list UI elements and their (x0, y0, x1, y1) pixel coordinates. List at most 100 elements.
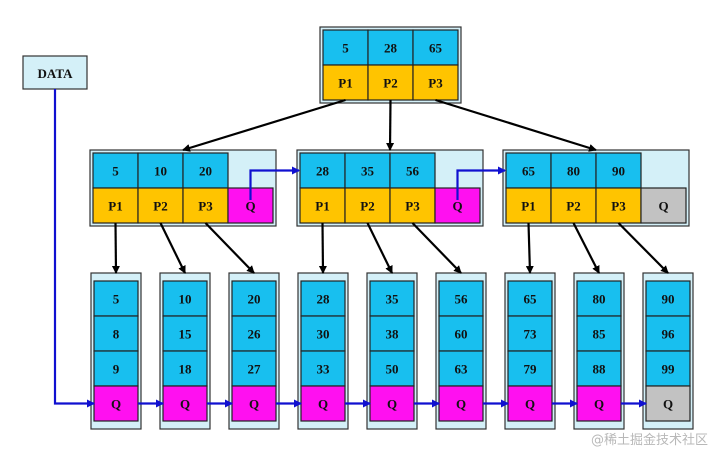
root-key-cell: 28 (367, 29, 414, 66)
leaf-key-cell: 28 (300, 280, 346, 317)
internal-pointer-cell: P1 (299, 187, 346, 224)
internal-pointer-cell-label: P2 (360, 199, 374, 214)
internal-next-pointer-cell-label: Q (658, 199, 668, 214)
internal-pointer-cell: P1 (505, 187, 552, 224)
leaf-key-cell-label: 80 (593, 292, 606, 307)
internal-to-leaf-arrow (366, 222, 393, 274)
leaf-next-pointer-cell-label: Q (111, 397, 121, 412)
internal-key-cell-label: 80 (567, 164, 580, 179)
internal-to-leaf-arrow (572, 222, 600, 274)
leaf-key-cell: 99 (645, 350, 691, 387)
internal-next-pointer-cell: Q (640, 187, 687, 224)
internal-key-cell-label: 10 (154, 164, 167, 179)
internal-to-leaf-arrow (111, 222, 120, 274)
internal-pointer-cell: P2 (137, 187, 184, 224)
internal-pointer-cell-label: P1 (315, 199, 329, 214)
leaf-key-cell: 85 (576, 315, 622, 352)
internal-pointer-cell: P2 (344, 187, 391, 224)
leaf-next-pointer-cell: Q (507, 385, 553, 422)
leaf-key-cell-label: 73 (524, 327, 538, 342)
leaf-next-pointer-cell: Q (369, 385, 415, 422)
leaf-key-cell: 10 (162, 280, 208, 317)
leaf-key-cell-label: 30 (317, 327, 330, 342)
leaf-key-cell: 63 (438, 350, 484, 387)
internal-pointer-cell: P1 (92, 187, 139, 224)
leaf-next-pointer-cell: Q (231, 385, 277, 422)
internal-pointer-cell-label: P3 (198, 199, 213, 214)
leaf-key-cell-label: 65 (524, 292, 538, 307)
leaf-key-cell-label: 50 (386, 362, 399, 377)
leaf-key-cell: 5 (93, 280, 139, 317)
leaf-node: 35 38 50Q (366, 272, 418, 430)
leaf-key-cell: 20 (231, 280, 277, 317)
root-pointer-cell-label: P2 (383, 76, 397, 91)
internal-next-arrow (249, 166, 300, 200)
root-key-cell-label: 28 (384, 41, 398, 56)
leaf-key-cell: 96 (645, 315, 691, 352)
leaf-key-cell-label: 38 (386, 327, 400, 342)
internal-to-leaf-arrow (204, 222, 255, 274)
leaf-next-pointer-cell: Q (645, 385, 691, 422)
leaf-key-cell-label: 99 (662, 362, 676, 377)
leaf-next-pointer-cell-label: Q (180, 397, 190, 412)
leaf-next-pointer-cell: Q (162, 385, 208, 422)
internal-key-cell: 5 (92, 152, 139, 189)
leaf-next-pointer-cell-label: Q (387, 397, 397, 412)
internal-key-cell: 56 (389, 152, 436, 189)
internal-key-cell-label: 20 (199, 164, 212, 179)
leaf-key-cell-label: 60 (455, 327, 468, 342)
leaf-key-cell-label: 28 (317, 292, 331, 307)
internal-key-cell-label: 56 (406, 164, 420, 179)
leaf-key-cell: 33 (300, 350, 346, 387)
leaf-key-cell-label: 90 (662, 292, 675, 307)
internal-pointer-cell: P2 (550, 187, 597, 224)
leaf-key-cell-label: 79 (524, 362, 538, 377)
leaf-key-cell: 73 (507, 315, 553, 352)
internal-to-leaf-arrow (318, 222, 327, 274)
internal-pointer-cell-label: P3 (405, 199, 420, 214)
internal-key-cell: 28 (299, 152, 346, 189)
leaf-key-cell-label: 10 (179, 292, 192, 307)
leaf-key-cell: 88 (576, 350, 622, 387)
internal-pointer-cell: P3 (595, 187, 642, 224)
leaf-key-cell-label: 20 (248, 292, 261, 307)
data-to-first-leaf-arrow (53, 89, 95, 408)
leaf-next-pointer-cell: Q (438, 385, 484, 422)
leaf-key-cell: 79 (507, 350, 553, 387)
leaf-next-pointer-cell-label: Q (249, 397, 259, 412)
leaf-key-cell-label: 9 (113, 362, 120, 377)
internal-pointer-cell-label: P3 (611, 199, 626, 214)
leaf-key-cell-label: 27 (248, 362, 262, 377)
root-pointer-cell-label: P1 (338, 76, 352, 91)
internal-pointer-cell: P3 (182, 187, 229, 224)
internal-key-cell: 80 (550, 152, 597, 189)
leaf-next-pointer-cell-label: Q (663, 397, 673, 412)
leaf-key-cell-label: 33 (317, 362, 331, 377)
internal-to-leaf-arrow (411, 222, 462, 274)
root-key-cell: 65 (412, 29, 459, 66)
data-label: DATA (38, 66, 74, 81)
leaf-key-cell-label: 8 (113, 327, 120, 342)
leaf-key-cell: 38 (369, 315, 415, 352)
leaf-key-cell: 9 (93, 350, 139, 387)
leaf-next-pointer-cell-label: Q (525, 397, 535, 412)
leaf-key-cell: 65 (507, 280, 553, 317)
leaf-next-pointer-cell-label: Q (594, 397, 604, 412)
leaf-key-cell: 27 (231, 350, 277, 387)
internal-key-cell-label: 5 (112, 164, 119, 179)
root-pointer-cell-label: P3 (428, 76, 443, 91)
leaf-key-cell-label: 35 (386, 292, 400, 307)
leaf-node: 5 8 9Q (90, 272, 142, 430)
internal-key-cell: 65 (505, 152, 552, 189)
leaf-key-cell-label: 88 (593, 362, 607, 377)
leaf-key-cell-label: 63 (455, 362, 469, 377)
leaf-key-cell-label: 15 (179, 327, 193, 342)
internal-pointer-cell-label: P2 (153, 199, 167, 214)
